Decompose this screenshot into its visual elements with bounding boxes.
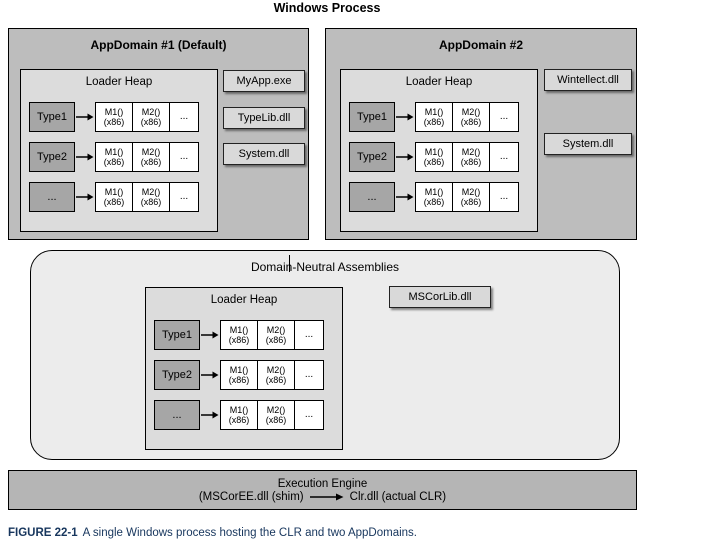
heap-row: Type2 M1()(x86)M2()(x86)... <box>349 142 519 172</box>
method-cell: M2()(x86) <box>133 143 170 171</box>
text-cursor <box>289 255 290 272</box>
heap-row: Type2 M1()(x86)M2()(x86)... <box>154 360 324 390</box>
method-cell: M1()(x86) <box>416 143 453 171</box>
method-cell: M2()(x86) <box>453 183 490 211</box>
method-cell: M2()(x86) <box>453 143 490 171</box>
right-arrow-icon <box>76 153 94 161</box>
assembly-chip: TypeLib.dll <box>223 107 305 129</box>
heap-row: Type1 M1()(x86)M2()(x86)... <box>29 102 199 132</box>
heap-row: Type1 M1()(x86)M2()(x86)... <box>154 320 324 350</box>
method-cell: M1()(x86) <box>221 401 258 429</box>
method-cell: ... <box>499 111 509 123</box>
method-table: M1()(x86)M2()(x86)... <box>415 102 519 132</box>
type-box: ... <box>154 400 200 430</box>
right-arrow-icon <box>201 331 219 339</box>
method-table: M1()(x86)M2()(x86)... <box>415 182 519 212</box>
method-cell: M2()(x86) <box>133 183 170 211</box>
method-cell: ... <box>179 191 189 203</box>
heap-row: Type1 M1()(x86)M2()(x86)... <box>349 102 519 132</box>
method-cell: M1()(x86) <box>221 361 258 389</box>
assembly-chip: System.dll <box>223 143 305 165</box>
method-cell: ... <box>179 111 189 123</box>
method-cell: ... <box>304 409 314 421</box>
type-box: ... <box>29 182 75 212</box>
type-box: Type1 <box>29 102 75 132</box>
heap-row: ...M1()(x86)M2()(x86)... <box>349 182 519 212</box>
assembly-chip: MSCorLib.dll <box>389 286 491 308</box>
assembly-chip: System.dll <box>544 133 632 155</box>
figure-caption-label: FIGURE 22-1 <box>8 527 78 539</box>
method-cell: ... <box>179 151 189 163</box>
heap-row: ...M1()(x86)M2()(x86)... <box>29 182 199 212</box>
method-cell: M1()(x86) <box>96 143 133 171</box>
method-cell: M2()(x86) <box>258 401 295 429</box>
type-box: Type1 <box>154 320 200 350</box>
clr-label: Clr.dll (actual CLR) <box>349 490 447 503</box>
execution-engine-box: Execution Engine (MSCorEE.dll (shim) Clr… <box>8 470 637 510</box>
figure-caption-text: A single Windows process hosting the CLR… <box>82 527 417 539</box>
shim-label: (MSCorEE.dll (shim) <box>198 490 304 503</box>
type-box: ... <box>349 182 395 212</box>
loader-heap-title: Loader Heap <box>210 294 278 306</box>
method-cell: M2()(x86) <box>453 103 490 131</box>
assembly-chip: Wintellect.dll <box>544 69 632 91</box>
type-box: Type1 <box>349 102 395 132</box>
heap-row: Type2 M1()(x86)M2()(x86)... <box>29 142 199 172</box>
type-box: Type2 <box>29 142 75 172</box>
loader-heap-title: Loader Heap <box>405 76 473 88</box>
heap-row: ...M1()(x86)M2()(x86)... <box>154 400 324 430</box>
loader-heap-title: Loader Heap <box>85 76 153 88</box>
right-arrow-icon <box>396 153 414 161</box>
method-table: M1()(x86)M2()(x86)... <box>95 102 199 132</box>
right-arrow-icon <box>396 113 414 121</box>
method-cell: M2()(x86) <box>258 361 295 389</box>
method-table: M1()(x86)M2()(x86)... <box>95 142 199 172</box>
appdomain-1-title: AppDomain #1 (Default) <box>90 38 227 52</box>
method-cell: M1()(x86) <box>416 183 453 211</box>
method-table: M1()(x86)M2()(x86)... <box>220 320 324 350</box>
right-arrow-icon <box>309 493 344 500</box>
method-table: M1()(x86)M2()(x86)... <box>220 400 324 430</box>
method-cell: M2()(x86) <box>133 103 170 131</box>
appdomain-2-title: AppDomain #2 <box>438 38 523 52</box>
method-table: M1()(x86)M2()(x86)... <box>415 142 519 172</box>
assembly-chip: MyApp.exe <box>223 70 305 92</box>
right-arrow-icon <box>396 193 414 201</box>
method-table: M1()(x86)M2()(x86)... <box>95 182 199 212</box>
figure-caption: FIGURE 22-1 A single Windows process host… <box>8 527 417 539</box>
method-cell: ... <box>499 151 509 163</box>
right-arrow-icon <box>201 411 219 419</box>
type-box: Type2 <box>349 142 395 172</box>
method-table: M1()(x86)M2()(x86)... <box>220 360 324 390</box>
execution-engine-title: Execution Engine <box>277 477 368 490</box>
method-cell: M1()(x86) <box>416 103 453 131</box>
execution-engine-detail: (MSCorEE.dll (shim) Clr.dll (actual CLR) <box>199 491 446 503</box>
diagram-title: Windows Process <box>273 1 381 15</box>
method-cell: M1()(x86) <box>96 183 133 211</box>
right-arrow-icon <box>201 371 219 379</box>
domain-neutral-title: Domain-Neutral Assemblies <box>250 260 400 274</box>
right-arrow-icon <box>76 193 94 201</box>
type-box: Type2 <box>154 360 200 390</box>
method-cell: ... <box>304 329 314 341</box>
right-arrow-icon <box>76 113 94 121</box>
method-cell: ... <box>304 369 314 381</box>
method-cell: M1()(x86) <box>96 103 133 131</box>
method-cell: M2()(x86) <box>258 321 295 349</box>
method-cell: ... <box>499 191 509 203</box>
method-cell: M1()(x86) <box>221 321 258 349</box>
